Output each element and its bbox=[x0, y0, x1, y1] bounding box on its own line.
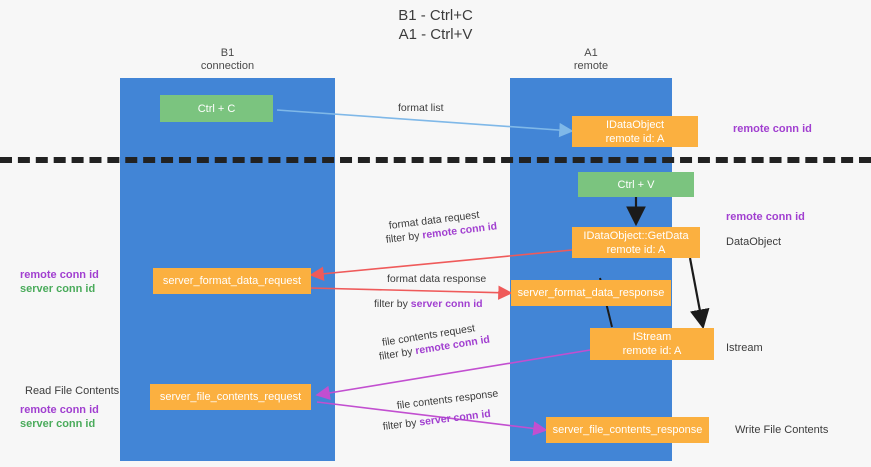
column-header-b1: B1 connection bbox=[200, 47, 255, 72]
label-format-data-response-filter: filter by server conn id bbox=[374, 297, 483, 311]
arrow-format-data-request bbox=[309, 249, 573, 281]
side-label-left-remote-conn-id-mid: remote conn id bbox=[20, 269, 99, 281]
label-format-data-response: format data response bbox=[387, 273, 487, 285]
section-divider bbox=[0, 157, 871, 163]
node-server-file-contents-request[interactable]: server_file_contents_request bbox=[150, 384, 311, 410]
arrow-file-contents-request bbox=[315, 349, 591, 401]
node-ctrl-v[interactable]: Ctrl + V bbox=[578, 172, 694, 197]
column-header-a1: A1 remote bbox=[573, 47, 609, 72]
node-ctrl-c[interactable]: Ctrl + C bbox=[160, 95, 273, 122]
filter-prefix: filter by bbox=[374, 298, 411, 310]
arrow-getdata-to-istream bbox=[688, 257, 710, 330]
node-server-file-contents-response[interactable]: server_file_contents_response bbox=[546, 417, 709, 443]
node-server-format-data-response[interactable]: server_format_data_response bbox=[511, 280, 671, 306]
node-server-format-data-request[interactable]: server_format_data_request bbox=[153, 268, 311, 294]
arrow-format-data-response bbox=[310, 285, 513, 300]
side-label-left-remote-conn-id-bottom: remote conn id bbox=[20, 404, 99, 416]
side-label-remote-conn-id-mid: remote conn id bbox=[726, 211, 805, 223]
arrow-format-list bbox=[276, 109, 574, 138]
side-label-left-server-conn-id-mid: server conn id bbox=[20, 283, 96, 295]
side-label-read-file-contents: Read File Contents bbox=[25, 385, 120, 397]
node-istream[interactable]: IStream remote id: A bbox=[590, 328, 714, 360]
side-label-dataobject: DataObject bbox=[726, 236, 782, 248]
label-format-list: format list bbox=[398, 102, 444, 114]
node-idataobject-getdata[interactable]: IDataObject::GetData remote id: A bbox=[572, 227, 700, 258]
side-label-remote-conn-id-top: remote conn id bbox=[733, 123, 812, 135]
arrow-file-contents-response bbox=[316, 401, 548, 436]
filter-key-server-conn-id: server conn id bbox=[410, 298, 483, 310]
side-label-write-file-contents: Write File Contents bbox=[735, 424, 829, 436]
side-label-istream: Istream bbox=[726, 342, 763, 354]
node-idataobject[interactable]: IDataObject remote id: A bbox=[572, 116, 698, 147]
diagram-title: B1 - Ctrl+C A1 - Ctrl+V bbox=[398, 7, 473, 43]
side-label-left-server-conn-id-bottom: server conn id bbox=[20, 418, 96, 430]
